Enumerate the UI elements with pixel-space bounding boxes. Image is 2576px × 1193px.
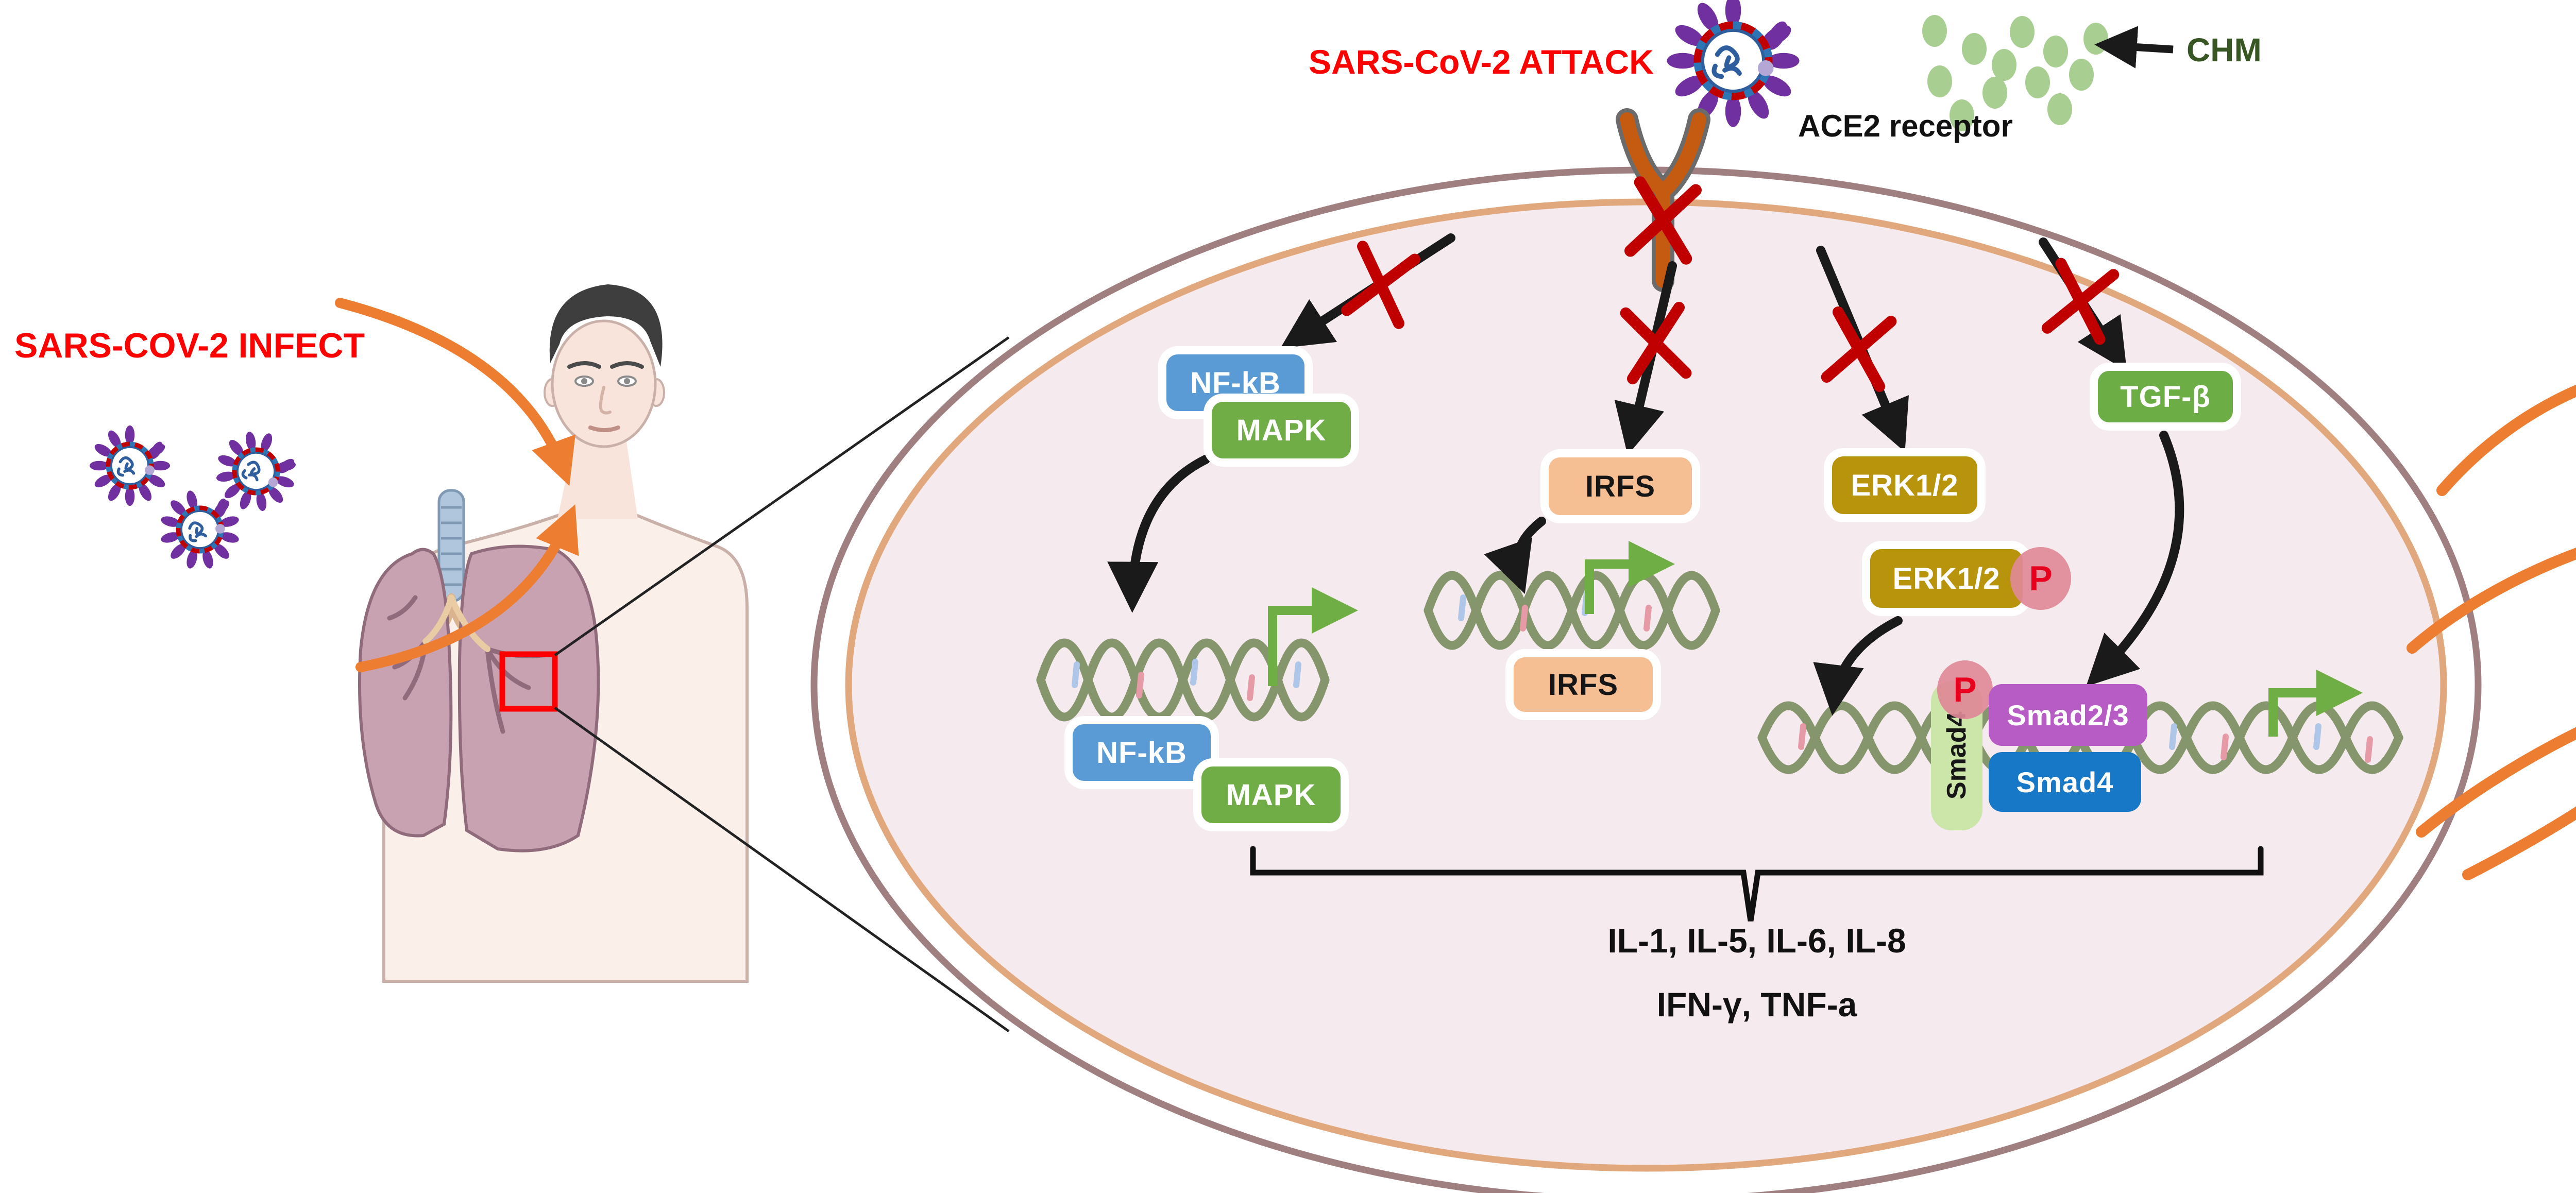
smad4-phospho-badge: P <box>1937 660 1993 719</box>
erk-node: ERK1/2 <box>1832 456 1977 514</box>
outcome-arrows <box>2406 384 2576 880</box>
nfkb-dna-node: NF-kB <box>1073 724 1211 781</box>
tgfb-node: TGF-β <box>2098 371 2233 422</box>
mapk-node: MAPK <box>1212 402 1351 458</box>
attack-title: SARS-CoV-2 ATTACK <box>1309 43 1654 81</box>
infect-title: SARS-COV-2 INFECT <box>14 326 365 365</box>
infect-arrows <box>335 298 579 672</box>
smad4-node: Smad4 <box>1989 752 2141 812</box>
mapk-dna-node: MAPK <box>1201 766 1341 823</box>
cytokines-bracket <box>1250 846 2264 922</box>
transcription-arrow-icon <box>1268 541 2363 737</box>
magnifier-lines <box>554 336 1010 1033</box>
lungs <box>358 489 600 853</box>
cytokines-line2: IFN-γ, TNF-a <box>1656 985 1857 1024</box>
ace2-receptor-icon <box>1616 108 1710 292</box>
phospho-erk-node: ERK1/2 <box>1870 549 2023 608</box>
ace2-receptor-label: ACE2 receptor <box>1798 109 2013 143</box>
lung-inset-box <box>499 651 558 712</box>
phospho-badge: P <box>2010 547 2071 610</box>
irfs-dna-node: IRFS <box>1514 657 1653 712</box>
attack-virus-icon <box>1667 0 1799 127</box>
nfkb-node: NF-kB <box>1166 354 1304 411</box>
virus-icon <box>90 420 308 579</box>
cytokines-line1: IL-1, IL-5, IL-6, IL-8 <box>1607 922 1906 960</box>
chm-label: CHM <box>2187 31 2262 69</box>
irfs-node: IRFS <box>1549 457 1692 515</box>
chm-arrow <box>2094 26 2174 69</box>
smad23-node: Smad2/3 <box>1989 684 2147 746</box>
